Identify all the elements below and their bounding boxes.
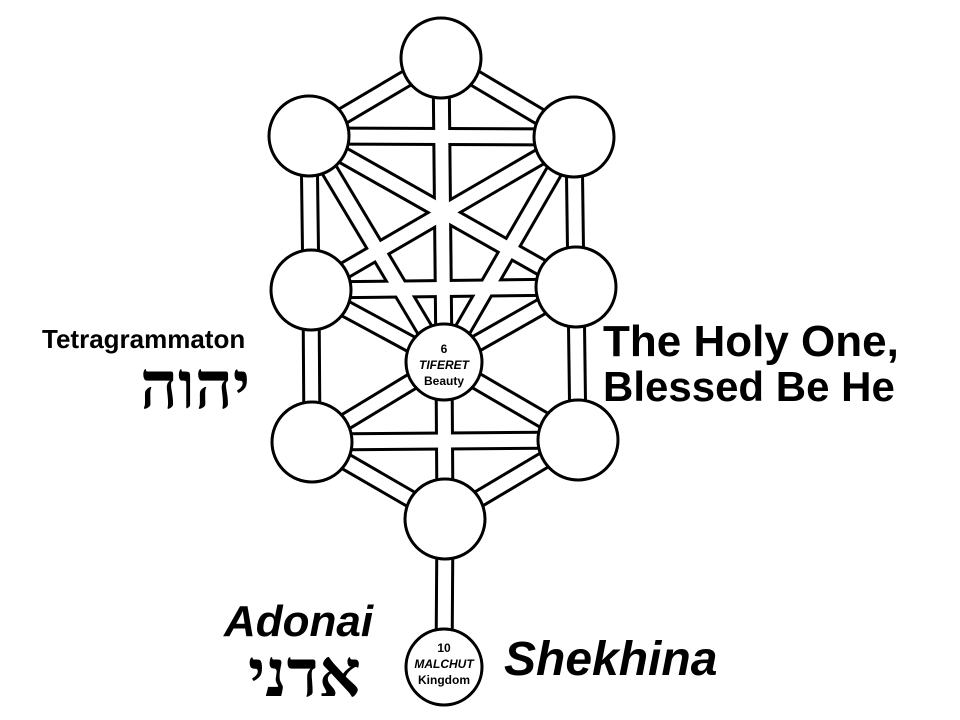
- sefira-malchut: [404, 627, 484, 707]
- path-chokmah-binah: [308, 129, 575, 144]
- sefira-yesod: [403, 477, 487, 561]
- tiferet-name: TIFERET: [419, 358, 471, 372]
- path-netzach-hod: [311, 433, 579, 449]
- path-chokmah-tiferet: [438, 133, 580, 366]
- sefira-netzach: [536, 398, 620, 482]
- tiferet-number: 6: [441, 342, 448, 356]
- tiferet-meaning: Beauty: [424, 374, 464, 388]
- sefira-hod: [270, 400, 354, 484]
- holy-one-label-line2: Blessed Be He: [603, 363, 895, 410]
- sefira-gevurah: [269, 248, 353, 332]
- adonai-label: Adonai: [224, 597, 374, 646]
- tree-nodes: [267, 16, 620, 707]
- sefira-tiferet-text: 6 TIFERET Beauty: [419, 342, 471, 388]
- path-binah-chesed: [305, 130, 580, 293]
- sefira-keter: [399, 16, 483, 100]
- holy-one-label-line1: The Holy One,: [603, 317, 899, 366]
- sefira-chesed: [534, 245, 618, 329]
- malchut-meaning: Kingdom: [418, 673, 470, 687]
- path-binah-tiferet: [303, 132, 450, 366]
- adny-hebrew-label: אדני: [248, 634, 361, 712]
- shekhina-label: Shekhina: [504, 633, 718, 686]
- tetragrammaton-label: Tetragrammaton: [42, 324, 246, 354]
- path-chesed-gevurah: [310, 280, 577, 297]
- sefira-malchut-text: 10 MALCHUT Kingdom: [414, 641, 475, 687]
- malchut-number: 10: [437, 641, 451, 655]
- sefira-tiferet: [404, 322, 484, 402]
- malchut-name: MALCHUT: [414, 657, 475, 671]
- yhvh-hebrew-label: יהוה: [140, 346, 251, 424]
- sefira-chokmah: [532, 95, 616, 179]
- sefira-binah: [267, 94, 351, 178]
